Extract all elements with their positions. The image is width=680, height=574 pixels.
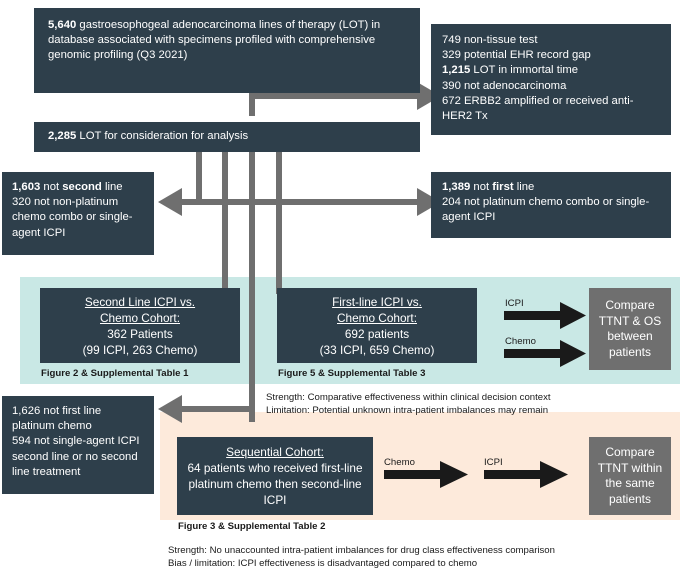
connector-spine-mid <box>222 152 228 294</box>
excl-seq-line1: 1,626 not first line platinum chemo <box>12 405 102 433</box>
connector-to-seq-excl <box>176 406 255 412</box>
excl-top-line2: 329 potential EHR record gap <box>442 49 591 62</box>
slc-line4: (99 ICPI, 263 Chemo) <box>82 343 198 357</box>
flc-line4: (33 ICPI, 659 Chemo) <box>319 343 435 357</box>
caption-figure2: Figure 2 & Supplemental Table 1 <box>41 368 189 379</box>
connector-spine-center <box>249 152 255 422</box>
caption-figure5: Figure 5 & Supplemental Table 3 <box>278 368 426 379</box>
arrow-label-icpi: ICPI <box>505 298 524 309</box>
flc-title1: First-line ICPI vs. <box>332 295 422 309</box>
note-middle: Strength: Comparative effectiveness with… <box>266 392 551 416</box>
box-exclusions-first-line: 1,389 not first line 204 not platinum ch… <box>431 172 671 238</box>
excl-seq-line2: 594 not single-agent ICPI second line or… <box>12 435 140 478</box>
seq-line2: 64 patients who received first-line plat… <box>187 461 363 507</box>
seq-title1: Sequential Cohort: <box>226 445 324 459</box>
arrow-label-seq-icpi: ICPI <box>484 457 503 468</box>
box-second-line-cohort: Second Line ICPI vs. Chemo Cohort: 362 P… <box>40 288 240 363</box>
connector-to-top-exclusions <box>249 93 423 99</box>
box-considered: 2,285 LOT for consideration for analysis <box>34 122 420 152</box>
connector-to-first-line-excl <box>276 199 423 205</box>
excl-top-line3: 1,215 LOT in immortal time <box>442 64 579 77</box>
box-exclusions-sequential: 1,626 not first line platinum chemo 594 … <box>2 396 154 494</box>
connector-spine-left <box>196 152 202 204</box>
excl-2l-line2: 320 not non-platinum chemo combo or sing… <box>12 196 133 239</box>
excl-2l-line1: 1,603 not second line <box>12 181 123 193</box>
source-count: 5,640 <box>48 19 77 31</box>
connector-to-second-line-excl <box>176 199 282 205</box>
arrow-label-seq-chemo: Chemo <box>384 457 415 468</box>
box-compare-between: Compare TTNT & OS between patients <box>589 288 671 370</box>
considered-text: LOT for consideration for analysis <box>76 130 249 142</box>
excl-top-line4: 390 not adenocarcinoma <box>442 79 567 92</box>
excl-1l-line1: 1,389 not first line <box>442 181 535 193</box>
caption-figure3: Figure 3 & Supplemental Table 2 <box>178 521 326 532</box>
flc-line3: 692 patients <box>344 327 410 341</box>
box-source-cohort: 5,640 gastroesophogeal adenocarcinoma li… <box>34 8 420 93</box>
connector-spine-right <box>276 152 282 294</box>
considered-count: 2,285 <box>48 130 77 142</box>
box-compare-within: Compare TTNT within the same patients <box>589 437 671 515</box>
slc-title1: Second Line ICPI vs. <box>84 295 196 309</box>
box-exclusions-second-line: 1,603 not second line 320 not non-platin… <box>2 172 154 255</box>
flc-title2: Chemo Cohort: <box>337 311 417 325</box>
excl-top-line5: 672 ERBB2 amplified or received anti-HER… <box>442 94 634 123</box>
box-first-line-cohort: First-line ICPI vs. Chemo Cohort: 692 pa… <box>277 288 477 363</box>
slc-line3: 362 Patients <box>107 327 173 341</box>
source-text: gastroesophogeal adenocarcinoma lines of… <box>48 19 381 62</box>
box-exclusions-top: 749 non-tissue test 329 potential EHR re… <box>431 24 671 135</box>
box-sequential-cohort: Sequential Cohort: 64 patients who recei… <box>177 437 373 515</box>
connector-source-down <box>249 88 255 116</box>
note-bottom: Strength: No unaccounted intra-patient i… <box>168 545 555 569</box>
slc-title2: Chemo Cohort: <box>100 311 180 325</box>
arrow-label-chemo: Chemo <box>505 336 536 347</box>
excl-1l-line2: 204 not platinum chemo combo or single-a… <box>442 196 650 224</box>
excl-top-line1: 749 non-tissue test <box>442 34 538 46</box>
